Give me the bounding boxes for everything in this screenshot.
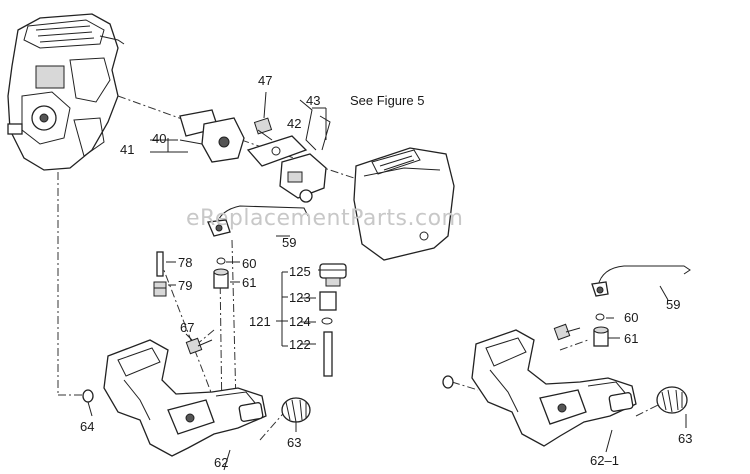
callout-123: 123: [289, 290, 311, 305]
engine-assembly: [7, 13, 125, 171]
callout-79: 79: [178, 278, 193, 293]
carburetor-43: [279, 99, 331, 203]
callout-47: 47: [258, 73, 273, 88]
oring-60-fitting-61-left: [213, 257, 229, 289]
callout-62: 62: [214, 455, 229, 470]
cushion-64: [82, 389, 94, 403]
callout-43: 43: [306, 93, 321, 108]
callout-40: 40: [152, 131, 167, 146]
cap-63-right: [656, 386, 688, 414]
callout-60-right: 60: [624, 310, 639, 325]
callout-leaders: [87, 107, 687, 471]
callout-63-left: 63: [287, 435, 302, 450]
air-cleaner-cover: [353, 147, 455, 261]
oring-60-fitting-61-right: [593, 313, 609, 347]
bolt-47: [253, 91, 273, 135]
see-figure-reference: See Figure 5: [350, 93, 425, 108]
callout-62-1: 62–1: [590, 453, 619, 468]
callout-121: 121: [249, 314, 271, 329]
cap-63-left: [281, 397, 311, 423]
gasket-42: [246, 135, 308, 167]
fuel-pipe-59-right: [591, 265, 691, 297]
fuel-pipe-59-left: [207, 205, 309, 237]
callout-42: 42: [287, 116, 302, 131]
callout-124: 124: [289, 314, 311, 329]
watermark: eReplacementParts.com: [186, 206, 464, 231]
callout-61-left: 61: [242, 275, 257, 290]
callout-61-right: 61: [624, 331, 639, 346]
cushion-right: [442, 375, 454, 389]
bolt-right: [553, 323, 581, 341]
callout-67: 67: [180, 320, 195, 335]
callout-60-left: 60: [242, 256, 257, 271]
intake-body-62: [103, 339, 267, 457]
bolt-67: [185, 337, 213, 355]
callout-63-right: 63: [678, 431, 693, 446]
callout-59-right: 59: [666, 297, 681, 312]
callout-41: 41: [120, 142, 135, 157]
callout-59-left: 59: [282, 235, 297, 250]
callout-64: 64: [80, 419, 95, 434]
callout-78: 78: [178, 255, 193, 270]
pin-78-plug-79: [153, 251, 167, 297]
insulator-part: [179, 109, 245, 163]
callout-122: 122: [289, 337, 311, 352]
intake-body-62-1: [471, 329, 637, 447]
callout-125: 125: [289, 264, 311, 279]
primer-group-121: [276, 263, 347, 377]
